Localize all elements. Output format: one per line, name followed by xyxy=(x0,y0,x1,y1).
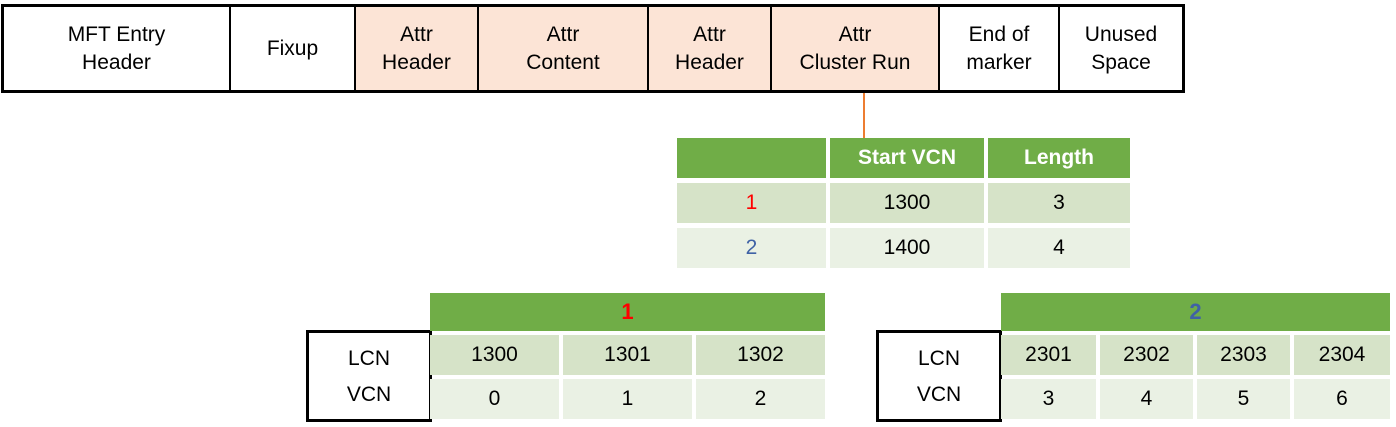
cluster-table-run1-header: 1 xyxy=(430,293,825,331)
lcn-label: LCN xyxy=(917,346,960,370)
strip-box-unused-space: Unused Space xyxy=(1058,7,1182,90)
cluster-table-run2-vcn-cell: 5 xyxy=(1197,379,1290,419)
strip-box-end-of-marker: End of marker xyxy=(938,7,1058,90)
strip-box-attr-header-2: Attr Header xyxy=(647,7,770,90)
cluster-table-run1-lcn-cell: 1302 xyxy=(696,335,825,375)
vcn-label: VCN xyxy=(916,382,962,406)
mft-entry-strip: MFT Entry Header Fixup Attr Header Attr … xyxy=(1,4,1185,93)
vcn-label: VCN xyxy=(346,382,392,406)
cluster-table-run2-vcn-cell: 3 xyxy=(1001,379,1096,419)
strip-box-attr-cluster-run: Attr Cluster Run xyxy=(770,7,938,90)
strip-box-label: Attr xyxy=(693,22,726,46)
cluster-table-run2-lcn-cell: 2302 xyxy=(1100,335,1193,375)
attr-cluster-run-connector-line xyxy=(863,93,865,139)
strip-box-label: Header xyxy=(382,50,451,74)
lcn-vcn-label-box-run1: LCN VCN xyxy=(306,330,432,422)
strip-box-mft-entry-header: MFT Entry Header xyxy=(4,7,229,90)
cluster-table-run2-vcn-cell: 6 xyxy=(1294,379,1390,419)
lcn-label: LCN xyxy=(347,346,390,370)
cluster-table-run1-lcn-cell: 1301 xyxy=(563,335,692,375)
strip-box-label: End of xyxy=(968,22,1030,46)
run-table-row2-id: 2 xyxy=(677,228,826,268)
cluster-table-run2-lcn-cell: 2303 xyxy=(1197,335,1290,375)
strip-box-label: Content xyxy=(526,50,600,74)
strip-box-label: Attr xyxy=(546,22,580,46)
cluster-table-run1-lcn-cell: 1300 xyxy=(430,335,559,375)
cluster-table-run1-vcn-cell: 1 xyxy=(563,379,692,419)
strip-box-label: Attr xyxy=(400,22,433,46)
cluster-table-run2-vcn-cell: 4 xyxy=(1100,379,1193,419)
cluster-table-run1-vcn-cell: 2 xyxy=(696,379,825,419)
run-table-header-length: Length xyxy=(988,138,1130,178)
run-table-row1-id: 1 xyxy=(677,183,826,223)
cluster-table-run2-header: 2 xyxy=(1001,293,1390,331)
run-table-row2-length: 4 xyxy=(988,228,1130,268)
run-table-row1-start-vcn: 1300 xyxy=(830,183,984,223)
cluster-table-run2: 2 2301 2302 2303 2304 3 4 5 6 xyxy=(1001,293,1390,419)
strip-box-attr-header-1: Attr Header xyxy=(354,7,477,90)
run-table-corner-cell xyxy=(677,138,826,178)
lcn-vcn-label-box-run2: LCN VCN xyxy=(876,330,1002,422)
strip-box-label: Header xyxy=(675,50,744,74)
cluster-table-run2-lcn-cell: 2304 xyxy=(1294,335,1390,375)
strip-box-label: Attr xyxy=(838,22,872,46)
strip-box-label: Header xyxy=(82,50,151,74)
run-table-header-start-vcn: Start VCN xyxy=(830,138,984,178)
cluster-table-run2-lcn-cell: 2301 xyxy=(1001,335,1096,375)
cluster-table-run1-vcn-cell: 0 xyxy=(430,379,559,419)
run-table-row1-length: 3 xyxy=(988,183,1130,223)
strip-box-label: Fixup xyxy=(266,36,319,60)
cluster-table-run1: 1 1300 1301 1302 0 1 2 xyxy=(430,293,825,419)
strip-box-attr-content: Attr Content xyxy=(477,7,647,90)
strip-box-label: Space xyxy=(1091,50,1151,74)
strip-box-label: marker xyxy=(966,50,1032,74)
cluster-run-table: Start VCN Length 1 1300 3 2 1400 4 xyxy=(677,138,1130,268)
strip-box-label: Cluster Run xyxy=(799,50,911,74)
strip-box-label: MFT Entry xyxy=(67,22,166,46)
strip-box-label: Unused xyxy=(1084,22,1158,46)
strip-box-fixup: Fixup xyxy=(229,7,354,90)
run-table-row2-start-vcn: 1400 xyxy=(830,228,984,268)
